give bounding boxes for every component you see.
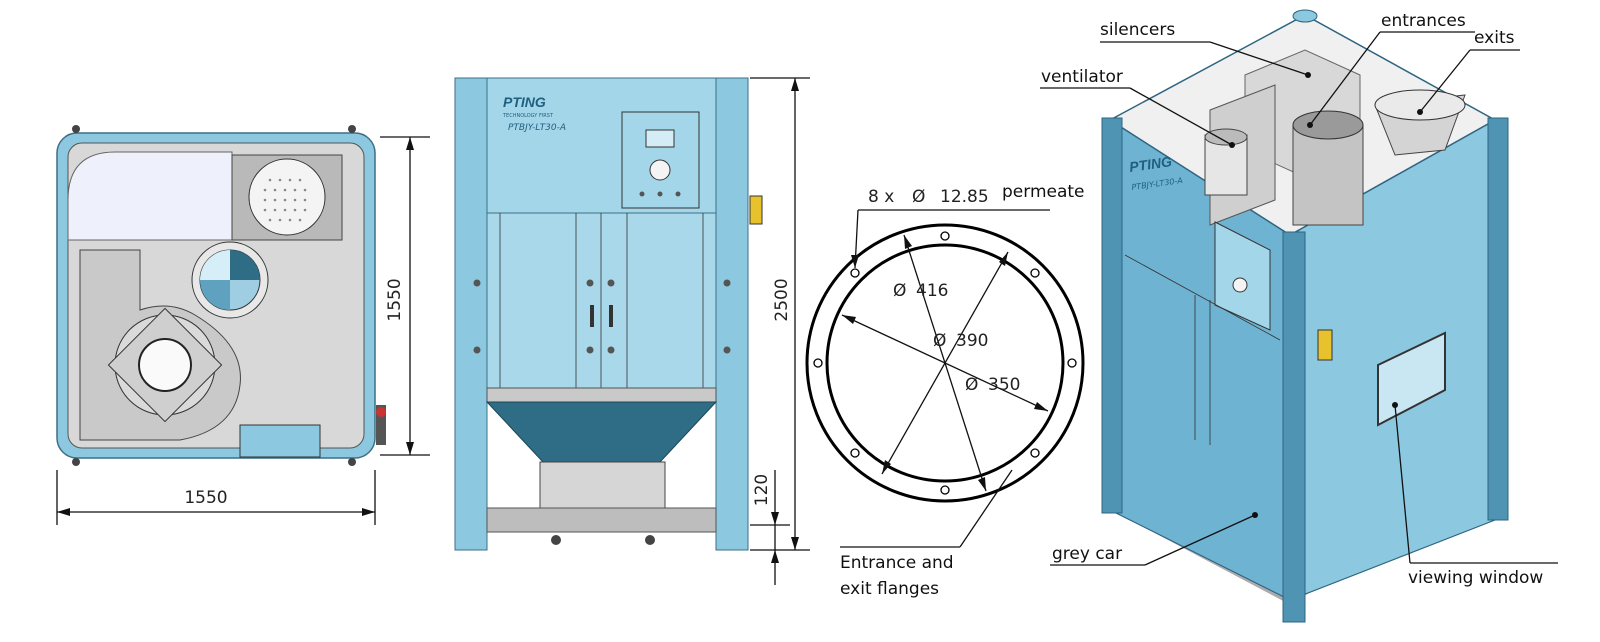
label-viewing-window: viewing window [1408,568,1543,588]
front-model: PTBJY-LT30-A [508,123,566,133]
inner-diameter: 350 [988,375,1020,395]
bolt-circle: 390 [956,331,988,351]
front-height-dim: 2500 [772,278,792,321]
front-brand: PTING [503,94,546,110]
label-ventilator: ventilator [1041,67,1123,87]
flange-label-line2: exit flanges [840,579,939,599]
holes-label: 8 x [868,187,894,207]
inner-diameter-symbol: Ø [965,375,978,395]
front-view: PTING TECHNOLOGY FIRST PTBJY-LT30-A [454,77,810,585]
label-entrances: entrances [1381,11,1466,31]
permeate-label: permeate [1002,182,1085,202]
outer-diameter: 416 [916,281,948,301]
iso-view: PTING PTBJY-LT30-A silencers ventilator … [1040,9,1558,623]
flange-view: 8 x Ø 12.85 permeate Ø 416 Ø 390 Ø 350 E… [805,182,1085,599]
label-exits: exits [1474,28,1515,48]
bolt-holes [813,231,1077,495]
iso-brand: PTING [1128,153,1173,175]
hole-diameter: 12.85 [940,187,989,207]
flange-label-line1: Entrance and [840,553,954,573]
front-brand-sub: TECHNOLOGY FIRST [502,113,554,119]
label-silencers: silencers [1100,20,1175,40]
top-height-dim: 1550 [385,278,405,321]
outer-diameter-symbol: Ø [893,281,906,301]
front-bottom-dim: 120 [752,474,772,506]
label-grey-car: grey car [1052,544,1122,564]
holes-diameter-symbol: Ø [912,187,925,207]
bolt-circle-symbol: Ø [933,331,946,351]
top-view: 1550 1550 [56,125,430,525]
top-width-dim: 1550 [184,488,227,508]
filter-holes [263,178,307,222]
